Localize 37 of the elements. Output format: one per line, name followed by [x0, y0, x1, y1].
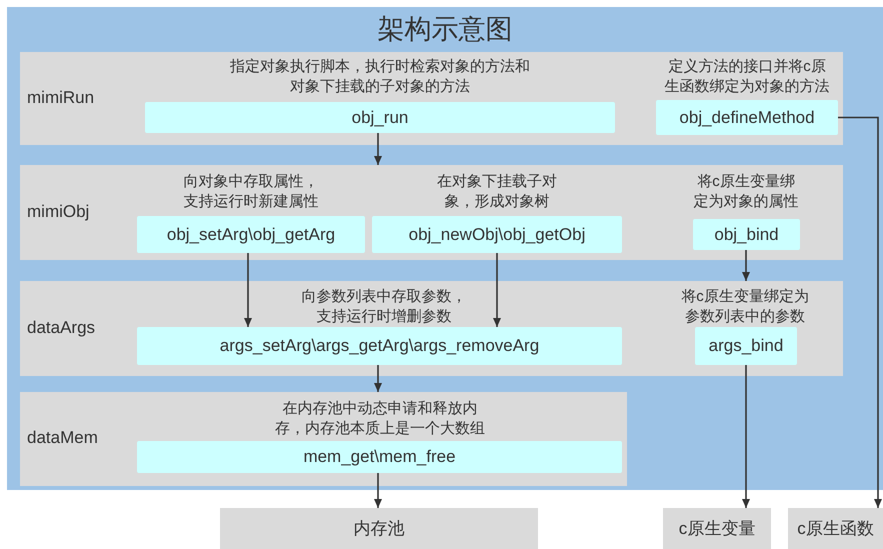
function-box: obj_run [145, 102, 615, 133]
arrow [374, 473, 382, 508]
arrow [493, 253, 501, 327]
arrow [838, 116, 882, 508]
description-text: 在对象下挂载子对象，形成对象树 [436, 172, 558, 212]
target-box: c原生变量 [663, 508, 771, 549]
layer-label: dataMem [27, 428, 98, 448]
function-box: obj_setArg\obj_getArg [137, 216, 365, 253]
description-text: 将c原生变量绑定为参数列表中的参数 [680, 287, 810, 327]
target-box: 内存池 [220, 508, 538, 549]
description-text: 在内存池中动态申请和释放内存，内存池本质上是一个大数组 [274, 399, 486, 439]
description-text: 向对象中存取属性，支持运行时新建属性 [182, 172, 320, 212]
function-box: args_setArg\args_getArg\args_removeArg [137, 327, 622, 365]
description-text: 向参数列表中存取参数，支持运行时增删参数 [300, 287, 468, 327]
description-text: 将c原生变量绑定为对象的属性 [692, 172, 800, 212]
function-box: obj_defineMethod [656, 100, 838, 135]
function-box: mem_get\mem_free [137, 441, 622, 473]
arrow [374, 365, 382, 392]
layer-label: mimiRun [27, 88, 94, 108]
arrow [374, 133, 382, 165]
layer-label: dataArgs [27, 318, 96, 338]
function-box: args_bind [695, 327, 797, 365]
function-box: obj_newObj\obj_getObj [372, 216, 622, 253]
target-box: c原生函数 [788, 508, 883, 549]
layer-panel [20, 165, 843, 260]
arrow [244, 253, 252, 327]
arrow [742, 250, 750, 281]
layer-label: mimiObj [27, 202, 90, 222]
title: 架构示意图 [378, 13, 512, 46]
function-box: obj_bind [693, 219, 800, 250]
layer-panel [20, 392, 627, 486]
description-text: 指定对象执行脚本，执行时检索对象的方法和对象下挂载的子对象的方法 [229, 57, 531, 97]
layer-panel [20, 281, 843, 376]
arrow [742, 365, 750, 508]
description-text: 定义方法的接口并将c原生函数绑定为对象的方法 [664, 57, 830, 97]
diagram-background [7, 7, 883, 490]
layer-panel [20, 52, 843, 145]
